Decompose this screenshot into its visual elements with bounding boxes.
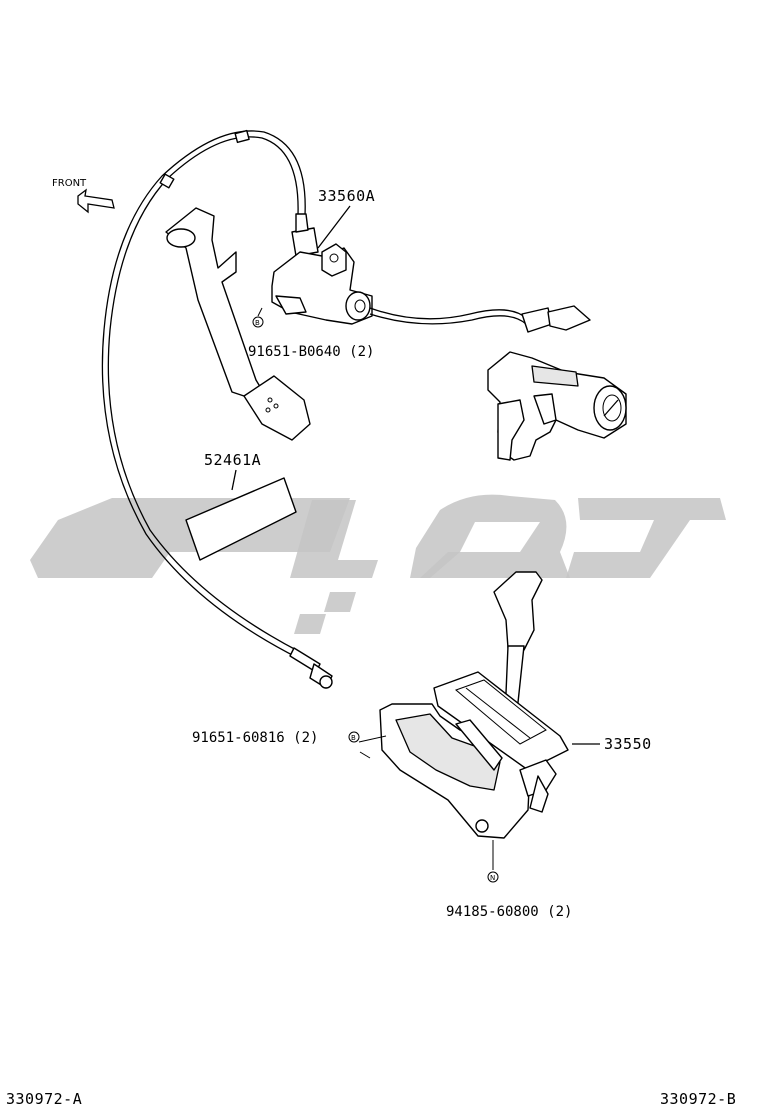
label-33560a: 33560A — [318, 187, 375, 205]
shift-lever-assembly — [379, 571, 569, 839]
watermark-logo — [30, 494, 726, 634]
label-94185-60800: 94185-60800 (2) — [446, 904, 572, 920]
caution-label-plate — [185, 469, 297, 561]
label-91651-60816: 91651-60816 (2) — [192, 730, 318, 746]
bolt-marker-top-letter: B — [255, 319, 260, 327]
label-52461a: 52461A — [204, 451, 261, 469]
nut-marker-bottom-letter: N — [490, 874, 495, 882]
brake-pedal — [165, 207, 311, 441]
shift-lock-cable — [101, 129, 333, 689]
front-arrow-icon — [77, 188, 115, 214]
footer-code-left: 330972-A — [6, 1090, 82, 1108]
label-91651-b0640: 91651-B0640 (2) — [248, 344, 374, 360]
footer-code-right: 330972-B — [660, 1090, 736, 1108]
front-label: FRONT — [52, 178, 87, 189]
label-33550: 33550 — [604, 735, 652, 753]
bolt-marker-top — [252, 316, 264, 328]
nut-marker-bottom — [487, 871, 499, 883]
bolt-marker-mid-letter: B — [351, 734, 356, 742]
shift-lock-solenoid — [271, 205, 591, 333]
bolt-marker-mid — [348, 731, 360, 743]
ignition-key-cylinder — [487, 351, 627, 461]
